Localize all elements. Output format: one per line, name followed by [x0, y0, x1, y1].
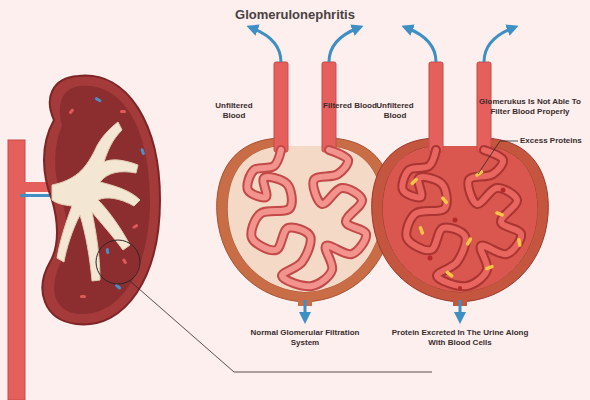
- red-cell: [80, 295, 86, 298]
- diseased-glomerulus: [372, 28, 549, 318]
- protein: [410, 177, 419, 186]
- protein: [440, 196, 448, 205]
- blood-cell: [458, 286, 462, 290]
- callout-label: Excess Proteins: [520, 136, 588, 146]
- urine-arrow: [459, 300, 462, 318]
- flow-arrow: [407, 28, 436, 62]
- protein: [517, 238, 522, 247]
- kidney-cells: [68, 97, 145, 298]
- afferent-vessel: [274, 62, 288, 152]
- protein: [475, 169, 484, 177]
- red-cell: [122, 258, 128, 265]
- capillary-outline: [402, 150, 521, 286]
- normal-glomerulus: [217, 28, 394, 318]
- kidney-outline: [42, 76, 160, 325]
- protein: [485, 264, 495, 270]
- blood-cell: [428, 256, 433, 261]
- diagram-title: Glomerulonephritis: [0, 7, 590, 22]
- renal-pelvis: [52, 122, 140, 281]
- blood-cell: [453, 218, 458, 223]
- inflow-label: Unfiltered Blood: [364, 101, 426, 121]
- caption-label: Protein Excreted In The Urine Along With…: [388, 328, 532, 348]
- protein-leader-line: [478, 141, 518, 174]
- protein: [418, 226, 424, 236]
- blue-cell: [106, 248, 110, 254]
- blood-cells: [428, 188, 506, 291]
- zoom-circle: [96, 240, 140, 284]
- capillary-fill: [402, 150, 521, 286]
- afferent-vessel: [429, 62, 443, 152]
- caption-label: Normal Glomerular Filtration System: [238, 328, 372, 348]
- inflow-label: Unfiltered Blood: [203, 101, 265, 121]
- efferent-vessel: [477, 62, 491, 152]
- blood-cell: [501, 188, 506, 193]
- flow-arrow: [329, 28, 358, 62]
- outflow-label: Filtered Blood: [322, 101, 378, 111]
- flow-arrow: [484, 28, 513, 62]
- capillary-outline: [247, 150, 366, 286]
- callout-label: Glomerukus Is Not Able To Filter Blood P…: [476, 97, 584, 117]
- blue-cell: [94, 97, 102, 103]
- blue-cell: [140, 148, 145, 156]
- capillary-fill: [247, 150, 366, 286]
- capsule-space: [228, 146, 382, 292]
- protein: [495, 211, 505, 217]
- protein: [445, 270, 454, 278]
- urine-arrow: [304, 300, 307, 318]
- inflamed-space: [383, 146, 537, 292]
- protein-particles: [410, 169, 522, 278]
- flow-arrow: [252, 28, 281, 62]
- red-cell: [120, 110, 126, 113]
- protein: [465, 237, 473, 247]
- renal-artery: [8, 140, 25, 400]
- bowman-capsule: [372, 138, 549, 302]
- red-cell: [132, 224, 139, 230]
- bowman-capsule: [217, 138, 394, 302]
- red-cell: [68, 108, 74, 115]
